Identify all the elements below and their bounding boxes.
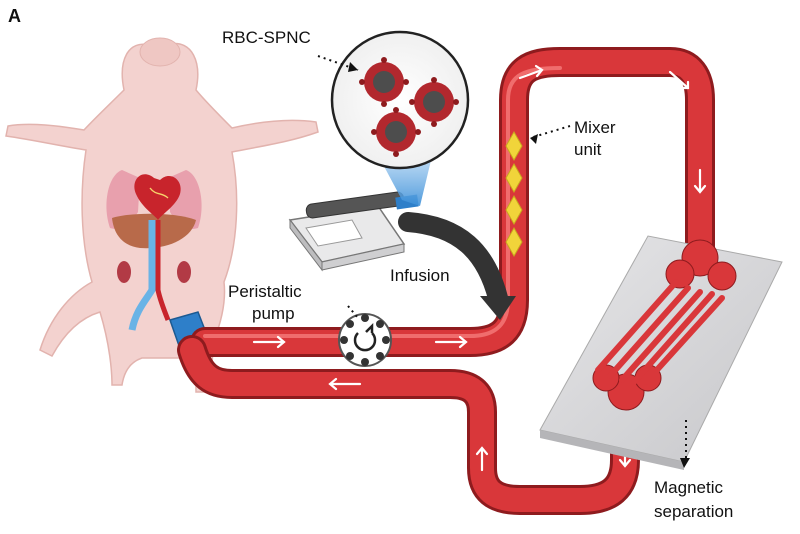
- flow-arrow-icon: [434, 335, 468, 349]
- infusion-arrow: [398, 212, 516, 320]
- peristaltic-pump-label-line1: Peristaltic: [228, 282, 302, 301]
- microfluidic-chip-icon: [539, 235, 783, 470]
- leader-arrowheads: [348, 62, 690, 468]
- panel-letter: A: [8, 6, 21, 26]
- magnetic-separation-label-line2: separation: [654, 502, 734, 521]
- peristaltic-pump-label-line2: pump: [252, 304, 295, 323]
- nanoparticle-zoom: [330, 30, 470, 170]
- flow-arrow-icon: [668, 70, 690, 90]
- mixer-unit-icon: [505, 130, 523, 258]
- syringe-pump-icon: [288, 191, 419, 272]
- label-leaders: [317, 55, 687, 460]
- flow-arrows: [252, 64, 707, 472]
- lungs-icon: [106, 170, 202, 229]
- heart-icon: [134, 174, 181, 220]
- nanoparticle-icon: [364, 62, 454, 152]
- flow-arrow-icon: [475, 446, 489, 472]
- flow-arrow-icon: [252, 335, 286, 349]
- flow-arrow-icon: [518, 64, 544, 80]
- kidneys-icon: [117, 261, 191, 283]
- blood-vessels-icon: [128, 220, 171, 331]
- flow-arrow-icon: [693, 168, 707, 194]
- infusion-label: Infusion: [390, 266, 450, 285]
- mixer-unit-label-line2: unit: [574, 140, 602, 159]
- rbc-spnc-label: RBC-SPNC: [222, 28, 311, 47]
- magnetic-separation-label-line1: Magnetic: [654, 478, 723, 497]
- peristaltic-pump-icon: [338, 313, 392, 367]
- flow-arrow-icon: [328, 377, 362, 391]
- mixer-unit-label-line1: Mixer: [574, 118, 616, 137]
